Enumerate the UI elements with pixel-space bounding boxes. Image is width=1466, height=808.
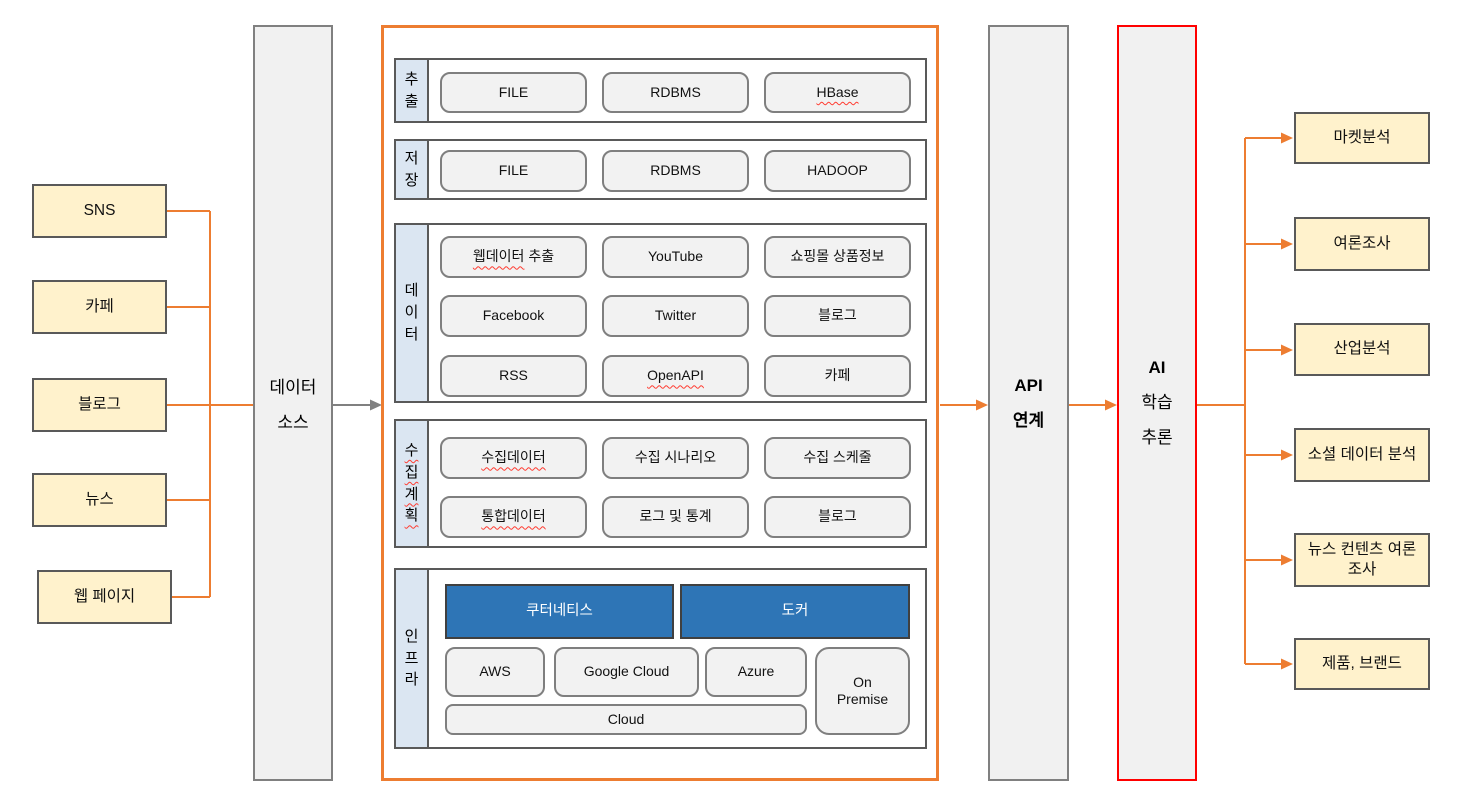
row-infra-char2: 프 <box>404 649 419 667</box>
node-aws: AWS <box>445 647 545 697</box>
row-extract-char1: 추 <box>404 70 419 88</box>
node-blog-data: 블로그 <box>764 295 911 337</box>
data-source-line1: 데이터 <box>269 378 317 397</box>
output-connectors <box>1197 137 1281 665</box>
node-hbase: HBase <box>764 72 911 113</box>
row-store-label: 저 장 <box>396 141 429 198</box>
output-market-analysis: 마켓분석 <box>1294 112 1430 164</box>
node-shopping-product-info: 쇼핑몰 상품정보 <box>764 236 911 278</box>
node-cloud: Cloud <box>445 704 807 735</box>
node-blog-plan: 블로그 <box>764 496 911 538</box>
arrow-api-to-ai <box>1069 399 1117 411</box>
output-news-content-poll: 뉴스 컨텐츠 여론조사 <box>1294 533 1430 587</box>
node-file-store: FILE <box>440 150 587 192</box>
arrow-pipeline-to-api <box>940 399 988 411</box>
node-twitter: Twitter <box>602 295 749 337</box>
source-blog-label: 블로그 <box>78 395 121 413</box>
row-extract-label: 추 출 <box>396 60 429 121</box>
node-hadoop: HADOOP <box>764 150 911 192</box>
ai-line3: 추론 <box>1141 428 1173 447</box>
node-log-stats: 로그 및 통계 <box>602 496 749 538</box>
row-plan-char3: 계 <box>404 485 419 503</box>
row-infra-label: 인 프 라 <box>396 570 429 747</box>
data-source-line2: 소스 <box>277 413 309 432</box>
node-rdbms-store: RDBMS <box>602 150 749 192</box>
data-source-column: 데이터 소스 <box>253 25 333 781</box>
row-extract-char2: 출 <box>404 92 419 110</box>
api-line2: 연계 <box>1012 410 1045 430</box>
row-data: 데 이 터 웹데이터 추출 YouTube 쇼핑몰 상품정보 Facebook … <box>394 223 927 403</box>
node-file-extract: FILE <box>440 72 587 113</box>
source-blog: 블로그 <box>32 378 167 432</box>
source-sns-label: SNS <box>83 201 116 219</box>
output-social-data-analysis: 소셜 데이터 분석 <box>1294 428 1430 482</box>
row-collection-plan-label: 수 집 계 획 <box>396 421 429 546</box>
ai-column: AI 학습 추론 <box>1117 25 1197 781</box>
output-opinion-poll: 여론조사 <box>1294 217 1430 271</box>
row-extract: 추 출 FILE RDBMS HBase <box>394 58 927 123</box>
node-google-cloud: Google Cloud <box>554 647 699 697</box>
source-sns: SNS <box>32 184 167 238</box>
output-industry-analysis: 산업분석 <box>1294 323 1430 376</box>
node-collect-schedule: 수집 스케줄 <box>764 437 911 479</box>
node-cafe-data: 카페 <box>764 355 911 397</box>
row-data-label: 데 이 터 <box>396 225 429 401</box>
node-on-premise: On Premise <box>815 647 910 735</box>
row-plan-char2: 집 <box>404 463 419 481</box>
source-news-label: 뉴스 <box>85 490 114 508</box>
node-rdbms-extract: RDBMS <box>602 72 749 113</box>
source-webpage: 웹 페이지 <box>37 570 172 624</box>
output-arrowheads <box>1281 132 1293 670</box>
node-rss: RSS <box>440 355 587 397</box>
row-store-char1: 저 <box>404 149 419 167</box>
gray-arrow <box>333 399 382 411</box>
node-docker: 도커 <box>680 584 910 639</box>
node-integrated-data: 통합데이터 <box>440 496 587 538</box>
output-product-brand: 제품, 브랜드 <box>1294 638 1430 690</box>
source-webpage-label: 웹 페이지 <box>73 587 136 605</box>
row-data-char1: 데 <box>404 282 419 300</box>
source-connectors <box>167 210 253 598</box>
row-collection-plan: 수 집 계 획 수집데이터 수집 시나리오 수집 스케줄 통합데이터 로그 및 … <box>394 419 927 548</box>
source-cafe-label: 카페 <box>85 297 114 315</box>
node-collect-scenario: 수집 시나리오 <box>602 437 749 479</box>
node-azure: Azure <box>705 647 807 697</box>
node-facebook: Facebook <box>440 295 587 337</box>
row-infra-char3: 라 <box>404 671 419 689</box>
row-data-char3: 터 <box>404 325 419 343</box>
api-column: API 연계 <box>988 25 1069 781</box>
row-plan-char4: 획 <box>404 507 419 525</box>
row-store: 저 장 FILE RDBMS HADOOP <box>394 139 927 200</box>
row-store-char2: 장 <box>404 171 419 189</box>
row-infra: 인 프 라 쿠터네티스 도커 AWS Google Cloud Azure On… <box>394 568 927 749</box>
node-openapi: OpenAPI <box>602 355 749 397</box>
node-collect-data: 수집데이터 <box>440 437 587 479</box>
source-news: 뉴스 <box>32 473 167 527</box>
api-line1: API <box>1014 375 1043 395</box>
row-infra-char1: 인 <box>404 627 419 645</box>
node-web-data-extract: 웹데이터 추출 <box>440 236 587 278</box>
ai-line2: 학습 <box>1141 393 1173 412</box>
ai-line1: AI <box>1148 358 1166 377</box>
node-youtube: YouTube <box>602 236 749 278</box>
row-plan-char1: 수 <box>404 442 419 459</box>
source-cafe: 카페 <box>32 280 167 334</box>
row-data-char2: 이 <box>404 304 419 322</box>
node-kubernetes: 쿠터네티스 <box>445 584 674 639</box>
